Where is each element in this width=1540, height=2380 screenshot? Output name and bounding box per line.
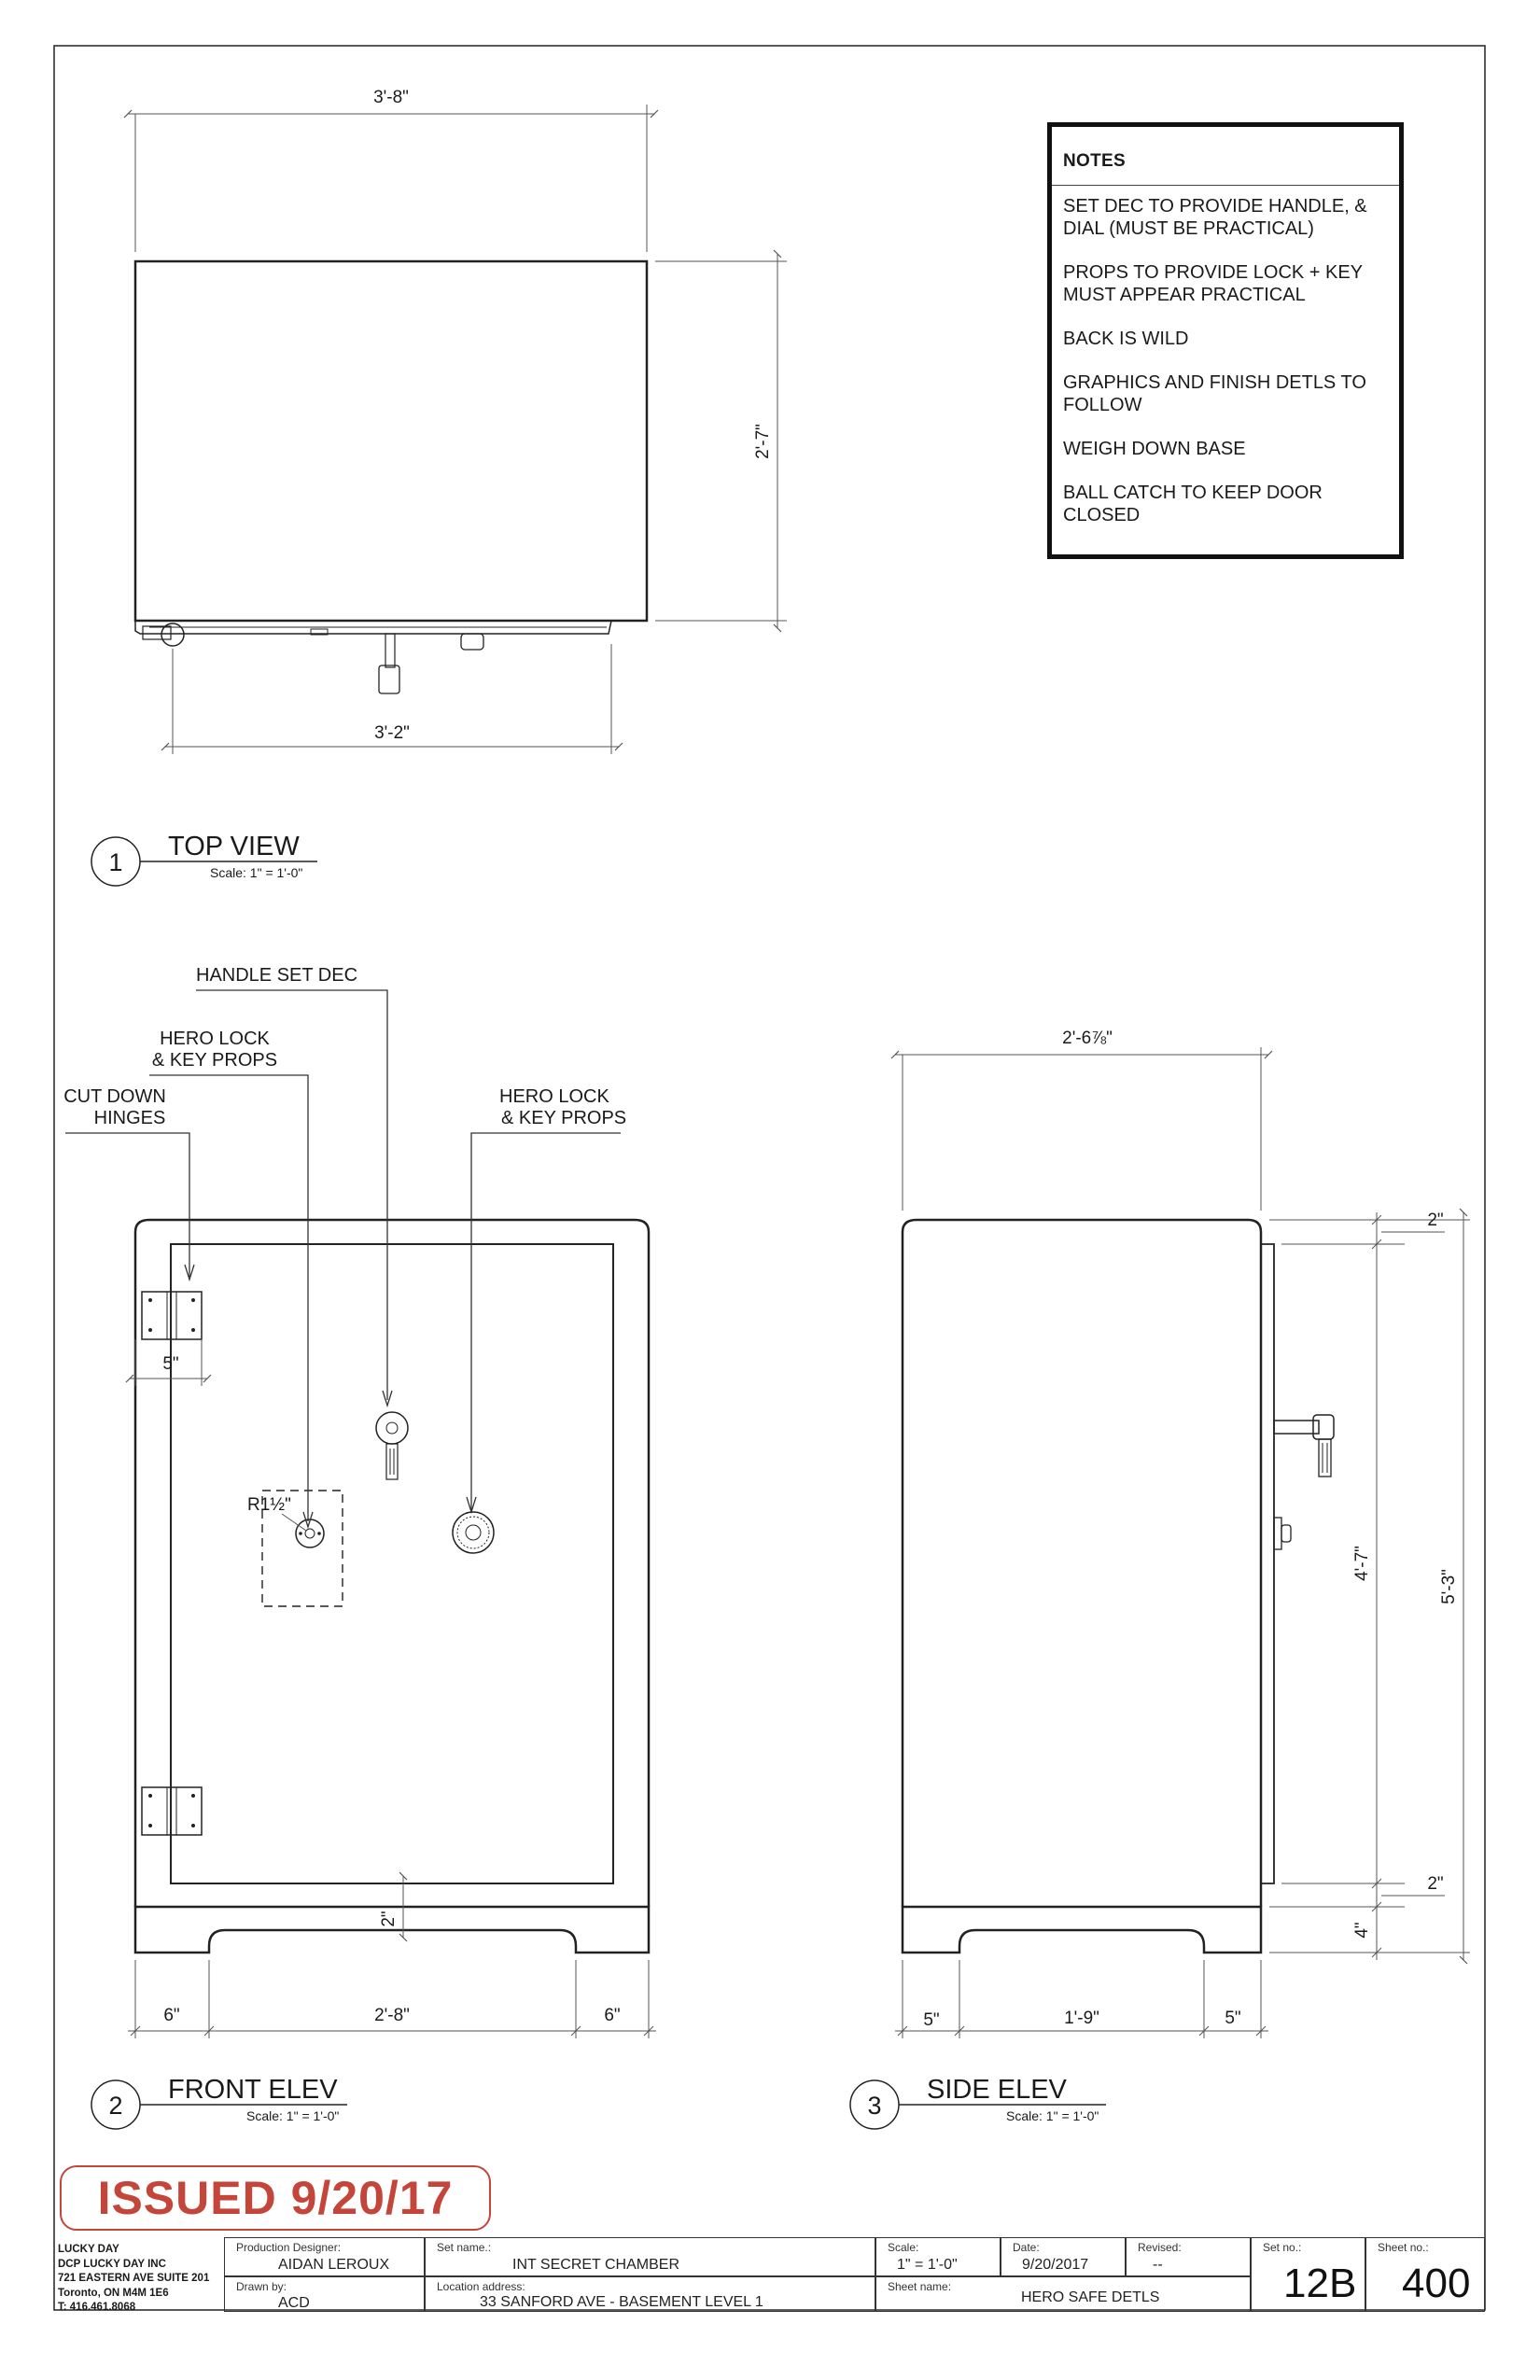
callout-hero-lock-left: HERO LOCK& KEY PROPS [152,1029,277,1071]
top-view-title: TOP VIEW [168,832,300,861]
front-elev-scale: Scale: 1" = 1'-0" [246,2108,339,2123]
callout-hero-lock-right: HERO LOCK& KEY PROPS [499,1086,626,1128]
hero-lock-dial [452,1511,495,1554]
drawn-by-label: Drawn by: [236,2280,287,2293]
set-no-cell: Set no.: 12B [1251,2237,1365,2312]
notes-box: NOTES SET DEC TO PROVIDE HANDLE, & DIAL … [1047,122,1404,559]
side-elev-dial [1273,1517,1292,1550]
dim-base-gap-label: 2" [379,1911,399,1926]
dim-radius-label: R1½" [247,1495,291,1515]
sheet-no-cell: Sheet no.: 400 [1365,2237,1485,2312]
top-view-handle [385,633,396,668]
sheet-border [53,45,1486,2311]
sheet-no-label: Sheet no.: [1378,2241,1429,2254]
hinge-bottom [141,1786,203,1836]
set-no-label: Set no.: [1263,2241,1302,2254]
set-name-cell: Set name.: INT SECRET CHAMBER [425,2237,875,2276]
callout-handle: HANDLE SET DEC [196,965,357,986]
note-item: BALL CATCH TO KEEP DOOR CLOSED [1063,483,1323,525]
scale: 1" = 1'-0" [897,2257,958,2273]
dim-side-width-label: 2'-6⅞" [1062,1029,1113,1048]
location-label: Location address: [437,2280,525,2293]
company-info: LUCKY DAY DCP LUCKY DAY INC 721 EASTERN … [58,2244,210,2313]
dim-side-bottom: 2" [1427,1874,1443,1894]
leader-hinges [65,1132,190,1277]
dim-side-overall-label: 5'-3" [1439,1569,1459,1604]
front-elev: HANDLE SET DEC HERO LOCK& KEY PROPS CUT … [63,965,656,2130]
hinge-top [141,1291,203,1340]
notes-list: SET DEC TO PROVIDE HANDLE, & DIAL (MUST … [1052,186,1399,526]
side-elev: 2'-6⅞" 2" 4'-7" 5'-3" 2" 4" 5" 1'-9" 5" [849,1029,1470,2130]
dim-side-body-label: 4'-7" [1352,1546,1372,1581]
revised: -- [1153,2257,1163,2273]
dim-hinge-label: 5" [162,1354,178,1374]
dim-side-top: 2" [1427,1211,1443,1230]
dim-front-left-foot: 6" [163,2006,179,2025]
set-name-label: Set name.: [437,2241,492,2254]
top-view-body [133,259,649,623]
dim-front-right-foot: 6" [604,2006,620,2025]
notes-heading: NOTES [1052,127,1399,186]
front-elev-body [133,1218,651,1907]
top-view-hinge [161,623,185,647]
sheet-name-label: Sheet name: [888,2280,952,2293]
top-view: 3'-8" 2'-7" 3'-2" 1 TOP VIEW Scale: 1" =… [91,88,787,887]
revised-label: Revised: [1138,2241,1182,2254]
side-elev-handle [1273,1414,1335,1477]
set-name: INT SECRET CHAMBER [512,2257,679,2273]
date-label: Date: [1013,2241,1040,2254]
front-elev-number: 2 [108,2092,122,2120]
scale-label: Scale: [888,2241,919,2254]
dim-side-base: 4" [1352,1922,1372,1938]
dim-depth-label: 2'-7" [753,424,773,459]
side-elev-number: 3 [867,2092,881,2120]
dim-side-left-foot: 5" [923,2010,939,2030]
location-cell: Location address: 33 SANFORD AVE - BASEM… [425,2276,875,2312]
note-item: SET DEC TO PROVIDE HANDLE, & DIAL (MUST … [1063,196,1367,239]
note-item: GRAPHICS AND FINISH DETLS TO FOLLOW [1063,372,1366,415]
sheet-no: 400 [1402,2261,1471,2306]
top-view-number: 1 [108,848,122,876]
dim-top-width-label: 3'-8" [373,88,409,107]
production-designer-cell: Production Designer: AIDAN LEROUX [224,2237,425,2276]
date-cell: Date: 9/20/2017 [1001,2237,1126,2276]
leader-lock-left [149,1074,309,1521]
dim-side-center: 1'-9" [1064,2009,1099,2028]
drawn-by-cell: Drawn by: ACD [224,2276,425,2312]
top-view-dial [460,633,484,651]
note-item: BACK IS WILD [1063,329,1189,349]
side-elev-base [901,1905,1263,1954]
front-elev-title: FRONT ELEV [168,2075,338,2105]
production-designer: AIDAN LEROUX [278,2257,390,2273]
leader-lock-right [470,1132,621,1512]
dim-bottom-width-label: 3'-2" [374,723,410,743]
set-no: 12B [1283,2261,1357,2306]
top-view-door-edge [134,620,612,635]
dim-side-right-foot: 5" [1225,2009,1240,2028]
revised-cell: Revised: -- [1126,2237,1251,2276]
drawn-by: ACD [278,2295,310,2311]
side-elev-scale: Scale: 1" = 1'-0" [1006,2108,1099,2123]
sheet-name-cell: Sheet name: HERO SAFE DETLS [875,2276,1251,2312]
scale-cell: Scale: 1" = 1'-0" [875,2237,1001,2276]
leader-handle [196,989,388,1400]
side-elev-title: SIDE ELEV [927,2075,1068,2105]
date: 9/20/2017 [1022,2257,1089,2273]
note-item: PROPS TO PROVIDE LOCK + KEY MUST APPEAR … [1063,262,1364,305]
front-elev-door [170,1243,614,1884]
front-elev-base [133,1905,651,1954]
sheet-name: HERO SAFE DETLS [1021,2289,1160,2305]
side-elev-body [901,1218,1263,1907]
note-item: WEIGH DOWN BASE [1063,439,1246,459]
side-elev-door-edge [1261,1243,1275,1884]
handle-set-dec [375,1411,409,1480]
dim-front-center: 2'-8" [374,2006,410,2025]
issued-stamp: ISSUED 9/20/17 [60,2165,491,2231]
production-designer-label: Production Designer: [236,2241,342,2254]
top-view-scale: Scale: 1" = 1'-0" [210,865,302,880]
location: 33 SANFORD AVE - BASEMENT LEVEL 1 [480,2294,763,2310]
